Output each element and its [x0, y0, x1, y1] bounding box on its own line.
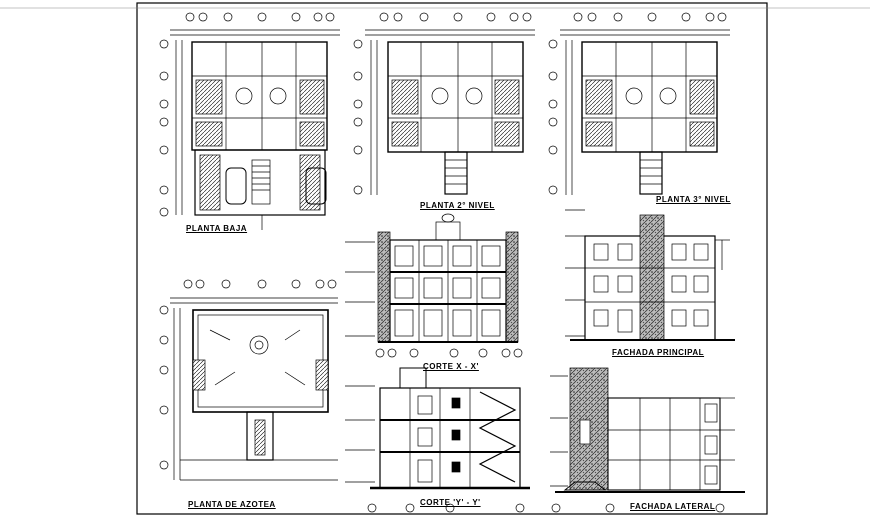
title-planta-2-nivel: PLANTA 2° NIVEL [420, 201, 495, 210]
title-fachada-principal: FACHADA PRINCIPAL [612, 348, 705, 357]
fachada-lateral-drawing [550, 367, 745, 513]
planta-baja-drawing [159, 12, 340, 230]
title-fachada-lateral: FACHADA LATERAL [630, 502, 716, 511]
corte-x-drawing [345, 213, 523, 358]
title-planta-3-nivel: PLANTA 3° NIVEL [656, 195, 731, 204]
title-planta-azotea: PLANTA DE AZOTEA [188, 500, 276, 509]
title-corte-y: CORTE 'Y' - Y' [420, 498, 481, 507]
planta-2-drawing [353, 12, 535, 195]
planta-azotea-drawing [159, 279, 338, 481]
title-corte-x: CORTE X - X' [423, 362, 479, 371]
fachada-principal-drawing [565, 209, 735, 341]
planta-3-drawing [548, 12, 730, 195]
corte-y-drawing [345, 367, 530, 513]
title-planta-baja: PLANTA BAJA [186, 224, 248, 233]
